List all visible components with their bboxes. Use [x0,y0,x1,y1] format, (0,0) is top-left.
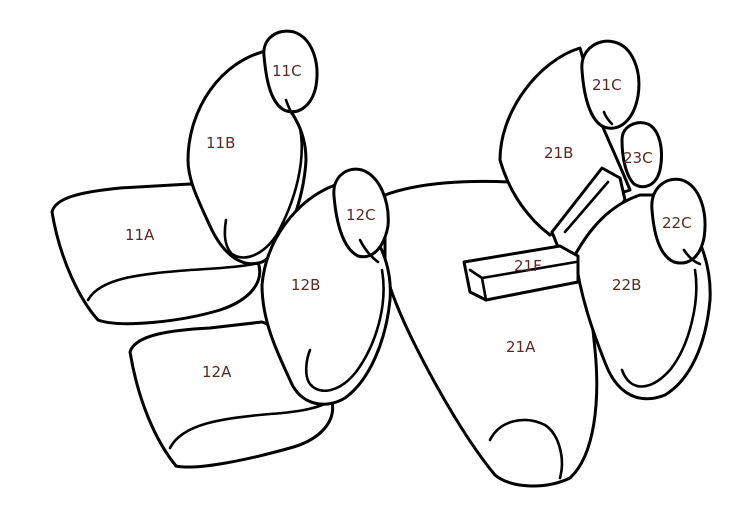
seat-23C-headrest [620,121,663,189]
armrest-recess-inner [563,180,610,234]
label-21F: 21F [514,257,542,275]
label-12C: 12C [346,206,376,224]
seat-11C-headrest [262,29,319,114]
seat-12C-headrest [332,167,390,259]
seat-11A-front-fold [86,260,264,302]
label-21A: 21A [506,338,536,356]
seat-21A-bottom-fold [488,418,564,480]
rear-bench-group: 21A 21B 21C 23C 22B 22C 21F [383,39,712,488]
label-21B: 21B [544,144,573,162]
label-22B: 22B [612,276,641,294]
seat-21F-armrest-front [480,276,488,302]
seat-22C-stem [682,248,702,266]
seat-12B-side-bolster [304,268,385,393]
front-seat-11-group: 11B 11C 11A [50,29,319,326]
seat-11C-stem [284,98,294,116]
label-23C: 23C [623,149,653,167]
seat-11B-side-bolster [223,126,304,259]
seat-21C-headrest [580,39,641,130]
label-12B: 12B [291,276,320,294]
label-11B: 11B [206,134,235,152]
seat-21F-armrest [462,244,580,302]
label-12A: 12A [202,363,232,381]
label-11A: 11A [125,226,155,244]
label-22C: 22C [662,214,692,232]
seat-12A-front-fold [168,398,334,450]
seat-21C-stem [602,110,614,126]
label-11C: 11C [272,62,302,80]
seat-22B-side-bolster [620,268,698,388]
front-seat-12-group: 12A 12B 12C [128,167,392,469]
seat-12C-stem [358,238,380,264]
seat-22C-headrest [650,177,707,265]
label-21C: 21C [592,76,622,94]
